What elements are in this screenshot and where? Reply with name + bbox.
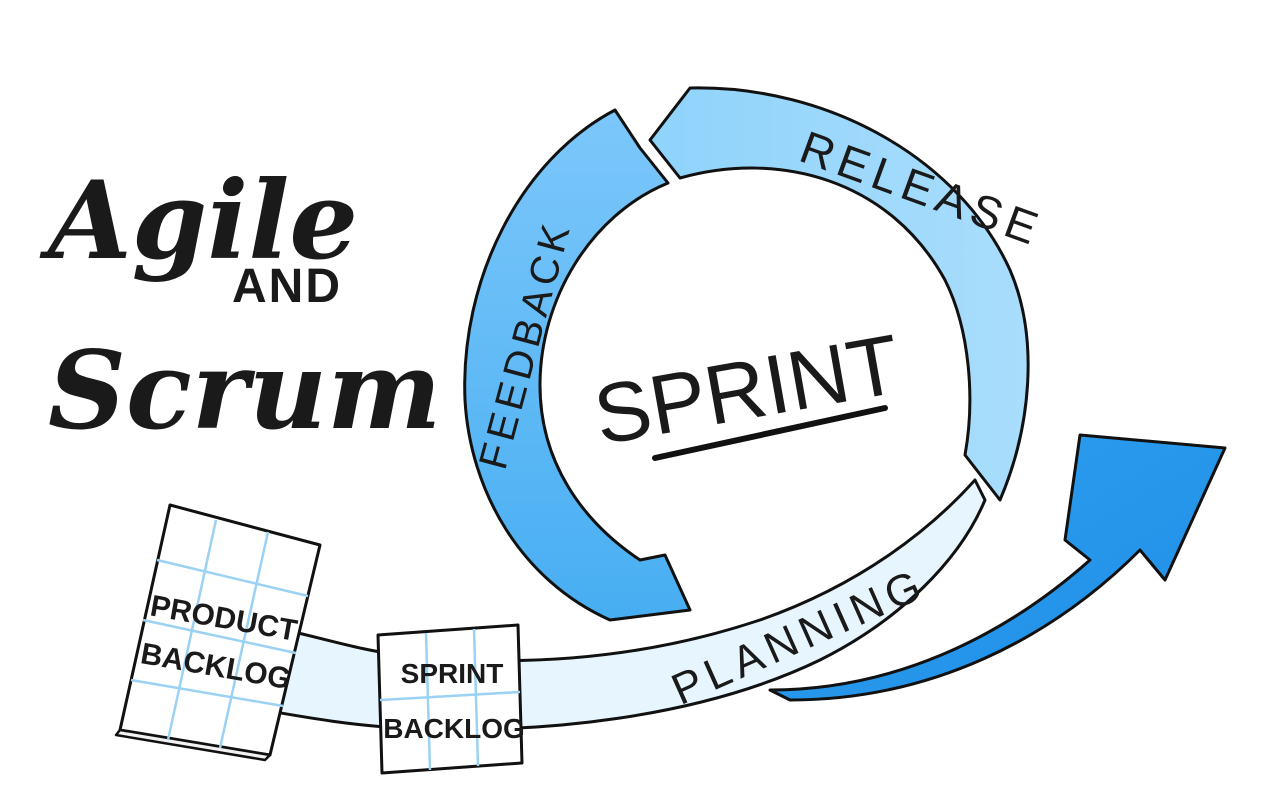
sprint-underline — [652, 405, 888, 461]
sprint-backlog-line2: BACKLOG — [383, 713, 525, 744]
product-backlog-card: PRODUCT BACKLOG — [114, 503, 322, 762]
title-agile: Agile — [39, 158, 358, 284]
release-arc — [648, 86, 1030, 502]
sprint-backlog-line1: SPRINT — [401, 658, 504, 689]
progress-arrow — [768, 433, 1227, 702]
feedback-arc — [463, 108, 692, 622]
sprint-backlog-card: SPRINT BACKLOG — [376, 623, 525, 775]
title-and: AND — [232, 260, 342, 313]
title-scrum: Scrum — [48, 328, 441, 454]
